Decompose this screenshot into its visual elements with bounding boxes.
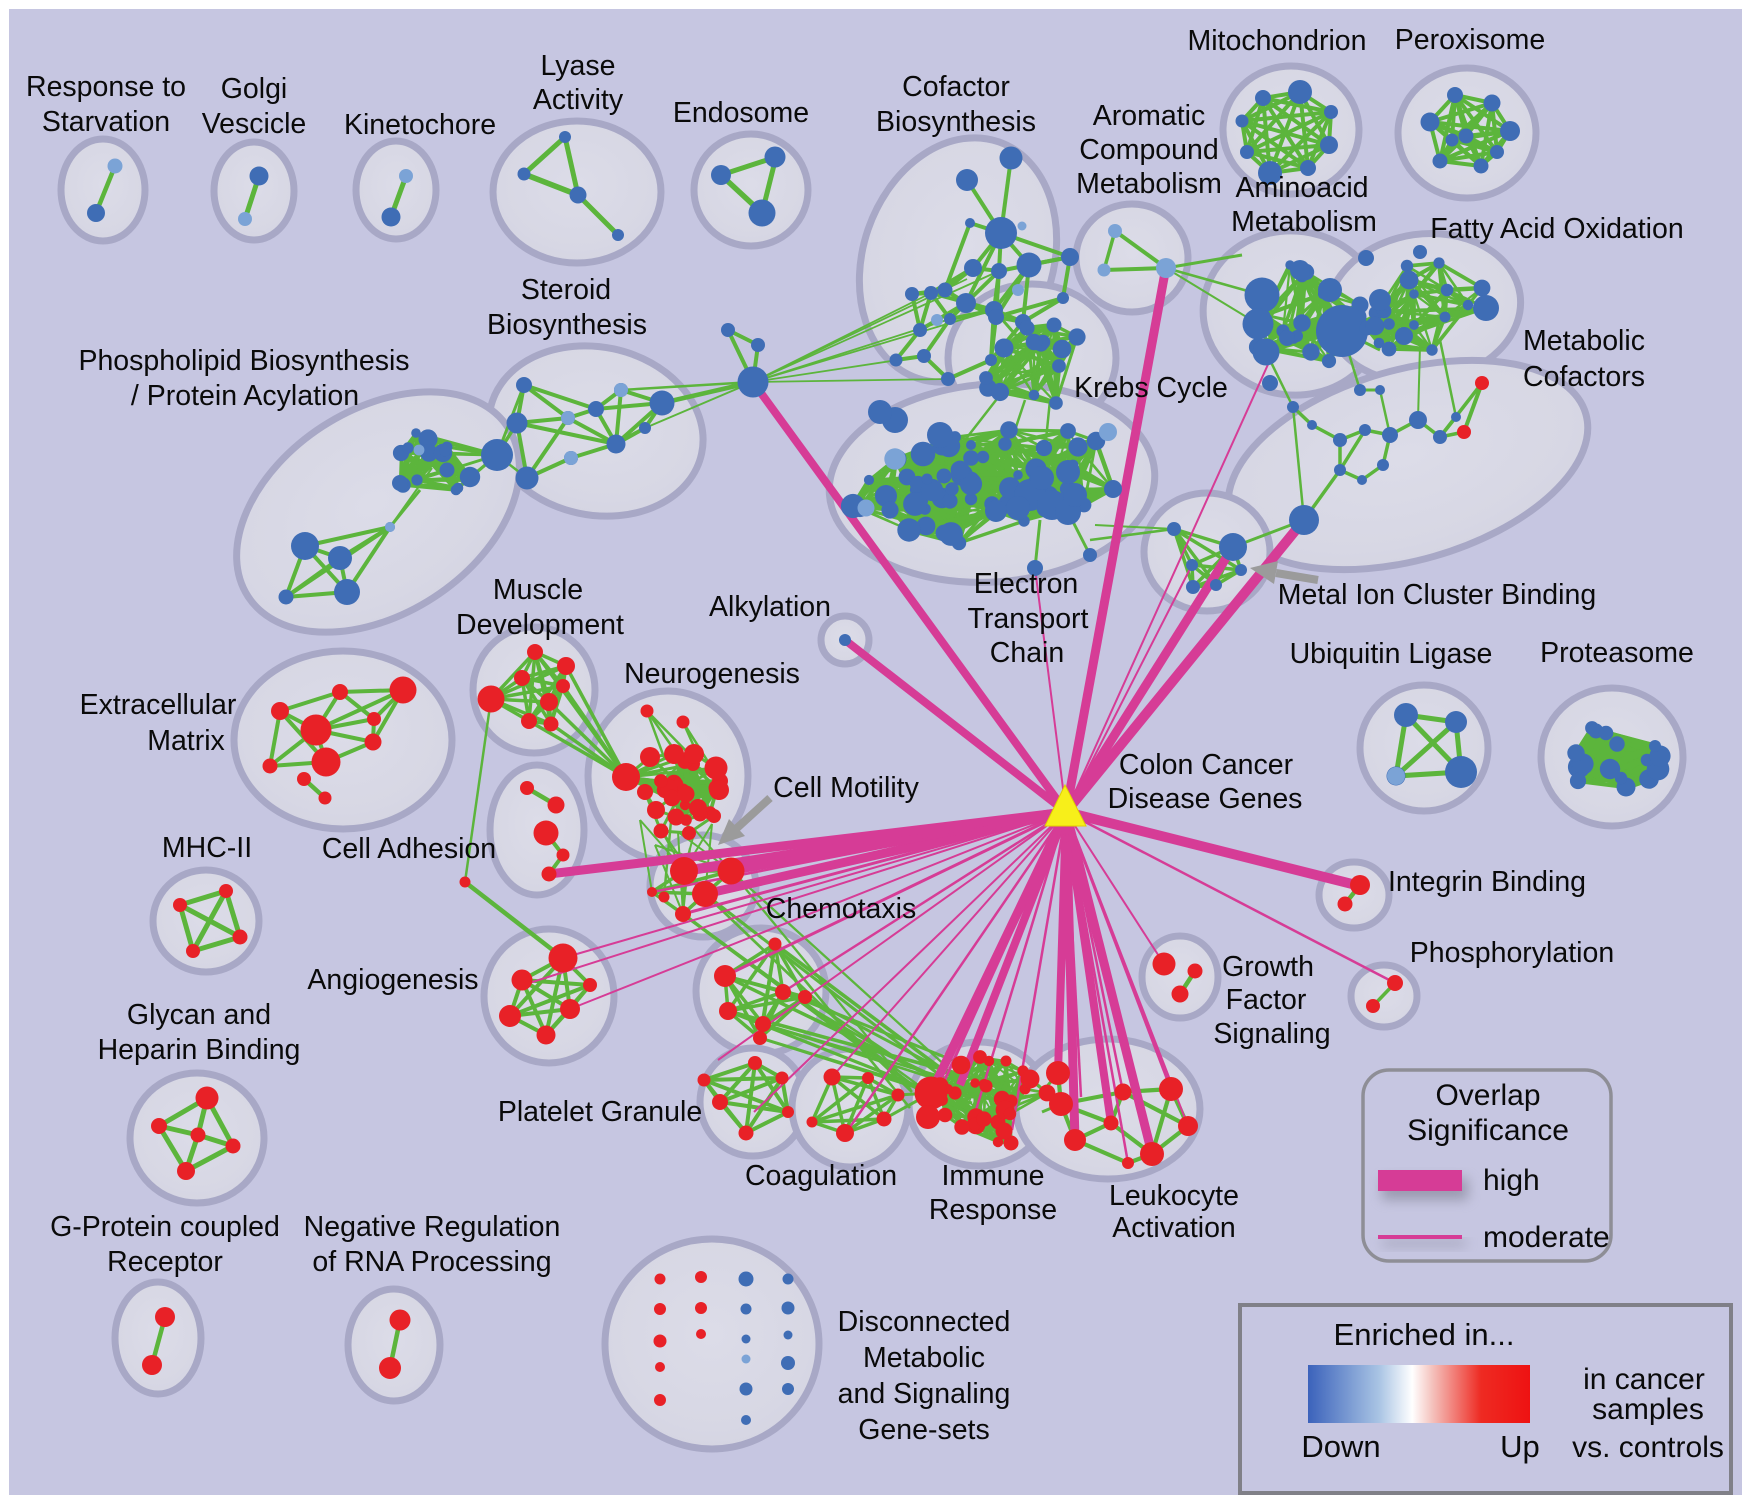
svg-text:in cancer: in cancer [1583, 1363, 1705, 1396]
svg-text:Metabolism: Metabolism [1231, 206, 1377, 238]
svg-text:Response: Response [929, 1194, 1057, 1226]
svg-text:Proteasome: Proteasome [1540, 637, 1694, 669]
svg-text:Colon Cancer: Colon Cancer [1119, 749, 1294, 781]
svg-text:Phospholipid Biosynthesis: Phospholipid Biosynthesis [78, 345, 409, 377]
svg-text:Negative Regulation: Negative Regulation [304, 1211, 561, 1243]
svg-text:Electron: Electron [974, 568, 1079, 600]
svg-text:samples: samples [1592, 1393, 1704, 1426]
svg-text:Extracellular: Extracellular [80, 689, 237, 721]
svg-text:Chemotaxis: Chemotaxis [766, 893, 916, 925]
svg-text:Significance: Significance [1407, 1114, 1569, 1147]
svg-text:Growth: Growth [1222, 951, 1314, 983]
svg-text:Biosynthesis: Biosynthesis [876, 106, 1036, 138]
svg-text:Enriched in...: Enriched in... [1334, 1317, 1515, 1352]
svg-text:Factor: Factor [1226, 984, 1307, 1016]
svg-text:Gene-sets: Gene-sets [858, 1414, 989, 1446]
svg-text:Cofactors: Cofactors [1523, 361, 1645, 393]
svg-text:Receptor: Receptor [107, 1246, 223, 1278]
svg-text:Down: Down [1301, 1429, 1380, 1464]
svg-text:Up: Up [1500, 1429, 1540, 1464]
svg-text:Metal Ion Cluster Binding: Metal Ion Cluster Binding [1278, 579, 1596, 611]
svg-text:MHC-II: MHC-II [162, 832, 252, 864]
svg-text:Disease Genes: Disease Genes [1108, 783, 1303, 815]
svg-text:Endosome: Endosome [673, 97, 809, 129]
svg-text:Metabolic: Metabolic [863, 1342, 985, 1374]
svg-text:Angiogenesis: Angiogenesis [307, 964, 478, 996]
svg-text:Phosphorylation: Phosphorylation [1410, 937, 1614, 969]
svg-text:Krebs Cycle: Krebs Cycle [1074, 372, 1228, 404]
svg-text:Aromatic: Aromatic [1093, 100, 1205, 132]
svg-text:Neurogenesis: Neurogenesis [624, 658, 800, 690]
svg-text:Kinetochore: Kinetochore [344, 109, 496, 141]
svg-text:/ Protein Acylation: / Protein Acylation [131, 380, 359, 412]
svg-text:Metabolic: Metabolic [1523, 325, 1645, 357]
svg-text:Cell Adhesion: Cell Adhesion [322, 833, 496, 865]
svg-text:vs. controls: vs. controls [1572, 1431, 1724, 1464]
svg-text:Golgi: Golgi [221, 73, 288, 105]
svg-text:Peroxisome: Peroxisome [1395, 24, 1545, 56]
svg-text:moderate: moderate [1483, 1221, 1610, 1254]
svg-text:G-Protein coupled: G-Protein coupled [50, 1211, 280, 1243]
svg-text:Transport: Transport [968, 603, 1089, 635]
svg-text:Response to: Response to [26, 71, 186, 103]
svg-text:Activity: Activity [533, 84, 624, 116]
svg-text:Muscle: Muscle [493, 574, 583, 606]
svg-text:Activation: Activation [1112, 1212, 1236, 1244]
svg-text:Cofactor: Cofactor [902, 71, 1010, 103]
svg-text:Overlap: Overlap [1435, 1079, 1540, 1112]
svg-text:Platelet Granule: Platelet Granule [498, 1096, 702, 1128]
svg-text:of RNA Processing: of RNA Processing [312, 1246, 551, 1278]
svg-text:Fatty Acid Oxidation: Fatty Acid Oxidation [1430, 213, 1683, 245]
svg-text:high: high [1483, 1164, 1540, 1197]
svg-text:Compound: Compound [1079, 134, 1218, 166]
svg-text:Chain: Chain [990, 637, 1064, 669]
svg-text:Development: Development [456, 609, 624, 641]
svg-text:Heparin Binding: Heparin Binding [98, 1034, 301, 1066]
svg-text:Aminoacid: Aminoacid [1235, 172, 1368, 204]
svg-text:Vescicle: Vescicle [202, 108, 307, 140]
svg-text:Starvation: Starvation [42, 106, 170, 138]
svg-text:Steroid: Steroid [521, 274, 611, 306]
svg-text:Cell Motility: Cell Motility [773, 772, 919, 804]
svg-text:Lyase: Lyase [541, 50, 616, 82]
svg-text:Leukocyte: Leukocyte [1109, 1180, 1239, 1212]
svg-text:Coagulation: Coagulation [745, 1160, 897, 1192]
svg-text:Integrin Binding: Integrin Binding [1388, 866, 1586, 898]
svg-text:Signaling: Signaling [1213, 1018, 1330, 1050]
svg-text:Matrix: Matrix [147, 725, 225, 757]
svg-text:Biosynthesis: Biosynthesis [487, 309, 647, 341]
svg-text:Disconnected: Disconnected [838, 1306, 1011, 1338]
svg-text:Ubiquitin Ligase: Ubiquitin Ligase [1290, 638, 1493, 670]
svg-text:Immune: Immune [942, 1160, 1045, 1192]
svg-text:Mitochondrion: Mitochondrion [1187, 25, 1366, 57]
svg-text:and Signaling: and Signaling [838, 1378, 1011, 1410]
svg-text:Alkylation: Alkylation [709, 591, 831, 623]
svg-text:Glycan and: Glycan and [127, 999, 271, 1031]
svg-text:Metabolism: Metabolism [1076, 168, 1222, 200]
